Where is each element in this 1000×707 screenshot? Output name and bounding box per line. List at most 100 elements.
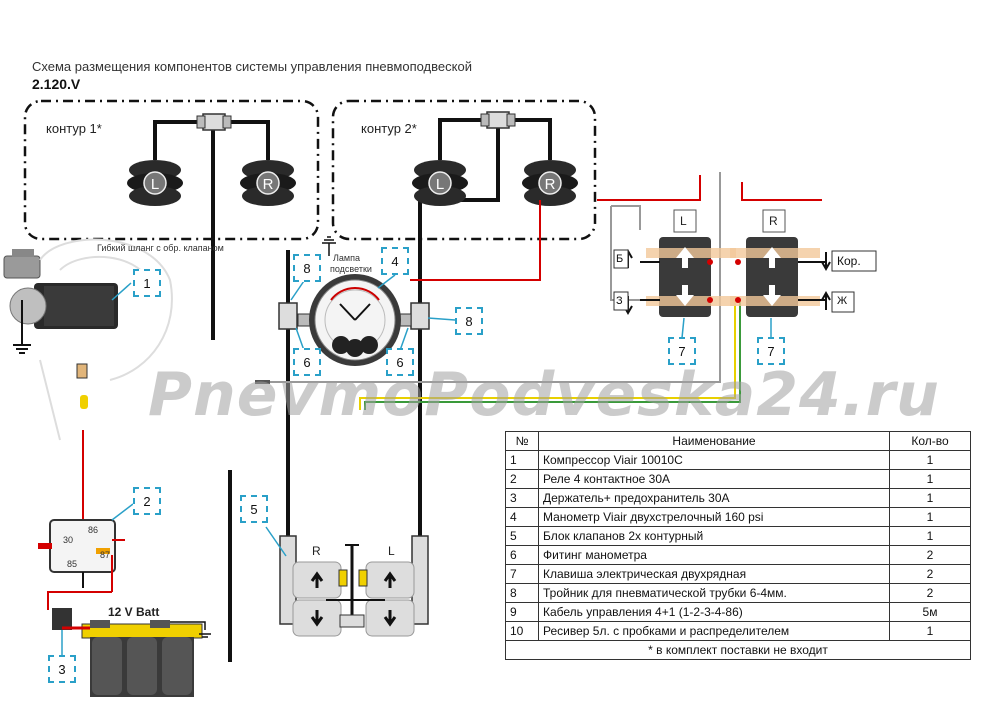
- row-qty: 1: [889, 488, 971, 508]
- tee-fitting-circuit-2: [486, 111, 510, 129]
- diagram-title: Схема размещения компонентов системы упр…: [32, 59, 472, 74]
- valve-block-label-l: L: [388, 544, 395, 558]
- hose-note: Гибкий шланг с обр. клапаном: [97, 243, 224, 253]
- row-number: 9: [505, 602, 539, 622]
- tee-right-8: [410, 302, 430, 330]
- relay-pin-86: 86: [88, 525, 99, 535]
- air-bag-circuit-1-left: L: [127, 160, 183, 206]
- row-number: 3: [505, 488, 539, 508]
- lamp-label-line1: Лампа: [333, 253, 360, 263]
- callout-6-right: 6: [386, 348, 414, 376]
- row-number: 1: [505, 450, 539, 470]
- row-qty: 1: [889, 526, 971, 546]
- site-watermark: PnevmoPodveska24.ru: [148, 360, 940, 430]
- tee-fitting-circuit-1: [202, 113, 226, 131]
- row-qty: 2: [889, 545, 971, 565]
- callout-8-left: 8: [293, 254, 321, 282]
- row-number: 8: [505, 583, 539, 603]
- circuit-2-piping: [418, 118, 552, 340]
- key-b: Б: [616, 253, 624, 265]
- row-number: 7: [505, 564, 539, 584]
- air-bag-circuit-2-right: R: [522, 160, 578, 206]
- col-qty-header: Кол-во: [889, 431, 971, 451]
- row-name: Фитинг манометра: [538, 545, 890, 565]
- key-arrows: [623, 248, 831, 316]
- row-qty: 5м: [889, 602, 971, 622]
- switch-l-label: L: [680, 214, 687, 228]
- callout-7-right: 7: [757, 337, 785, 365]
- row-number: 4: [505, 507, 539, 527]
- row-qty: 1: [889, 450, 971, 470]
- table-footnote-row: * в комплект поставки не входит: [505, 640, 971, 660]
- callout-3: 3: [48, 655, 76, 683]
- air-bag-circuit-1-right: R: [240, 160, 296, 206]
- callout-8-right: 8: [455, 307, 483, 335]
- key-z: З: [616, 295, 623, 307]
- relay-pin-30: 30: [63, 535, 74, 545]
- col-number-header: №: [505, 431, 539, 451]
- row-qty: 1: [889, 469, 971, 489]
- svg-text:R: R: [545, 176, 556, 193]
- callout-2: 2: [133, 487, 161, 515]
- control-wiring: [255, 172, 822, 410]
- lamp-label-line2: подсветки: [330, 264, 372, 274]
- row-number: 5: [505, 526, 539, 546]
- switch-left: [646, 209, 736, 317]
- valve-block: [279, 535, 429, 637]
- row-name: Тройник для пневматической трубки 6-4мм.: [538, 583, 890, 603]
- row-number: 2: [505, 469, 539, 489]
- relay-pin-87: 87: [100, 550, 111, 560]
- callout-1: 1: [133, 269, 161, 297]
- row-name: Ресивер 5л. с пробками и распределителем: [538, 621, 890, 641]
- callout-6-left: 6: [293, 348, 321, 376]
- switch-contacts: [707, 259, 741, 303]
- row-number: 6: [505, 545, 539, 565]
- svg-text:L: L: [151, 176, 159, 193]
- callout-4: 4: [381, 247, 409, 275]
- callout-7-left: 7: [668, 337, 696, 365]
- row-number: 10: [505, 621, 539, 641]
- pressure-gauge: [309, 274, 401, 366]
- switch-right: [730, 209, 820, 317]
- circuit-1-label: контур 1*: [46, 121, 102, 136]
- callout-arrows: [61, 274, 772, 655]
- circuit-2-boundary: [331, 99, 597, 241]
- battery-label: 12 V Batt: [108, 605, 160, 619]
- relay: [38, 519, 125, 610]
- row-name: Компрессор Viair 10010C: [538, 450, 890, 470]
- svg-text:L: L: [436, 176, 444, 193]
- fuse-holder-top: [76, 363, 88, 379]
- battery: [52, 608, 211, 697]
- ground-symbol-gauge: [322, 236, 336, 256]
- key-kor: Кор.: [837, 254, 861, 268]
- row-qty: 1: [889, 621, 971, 641]
- row-name: Блок клапанов 2х контурный: [538, 526, 890, 546]
- callout-5: 5: [240, 495, 268, 523]
- switch-r-label: R: [769, 214, 778, 228]
- row-name: Реле 4 контактное 30А: [538, 469, 890, 489]
- row-qty: 1: [889, 507, 971, 527]
- row-name: Кабель управления 4+1 (1-2-3-4-86): [538, 602, 890, 622]
- air-bag-circuit-2-left: L: [412, 160, 468, 206]
- diagram-code: 2.120.V: [32, 76, 81, 92]
- col-name-header: Наименование: [538, 431, 890, 451]
- table-footnote: * в комплект поставки не входит: [505, 640, 971, 660]
- row-name: Клавиша электрическая двухрядная: [538, 564, 890, 584]
- circuit-2-label: контур 2*: [361, 121, 417, 136]
- row-qty: 2: [889, 564, 971, 584]
- relay-pin-85: 85: [67, 559, 78, 569]
- table-header-row: № Наименование Кол-во: [505, 431, 971, 451]
- row-qty: 2: [889, 583, 971, 603]
- key-zh: Ж: [837, 295, 848, 307]
